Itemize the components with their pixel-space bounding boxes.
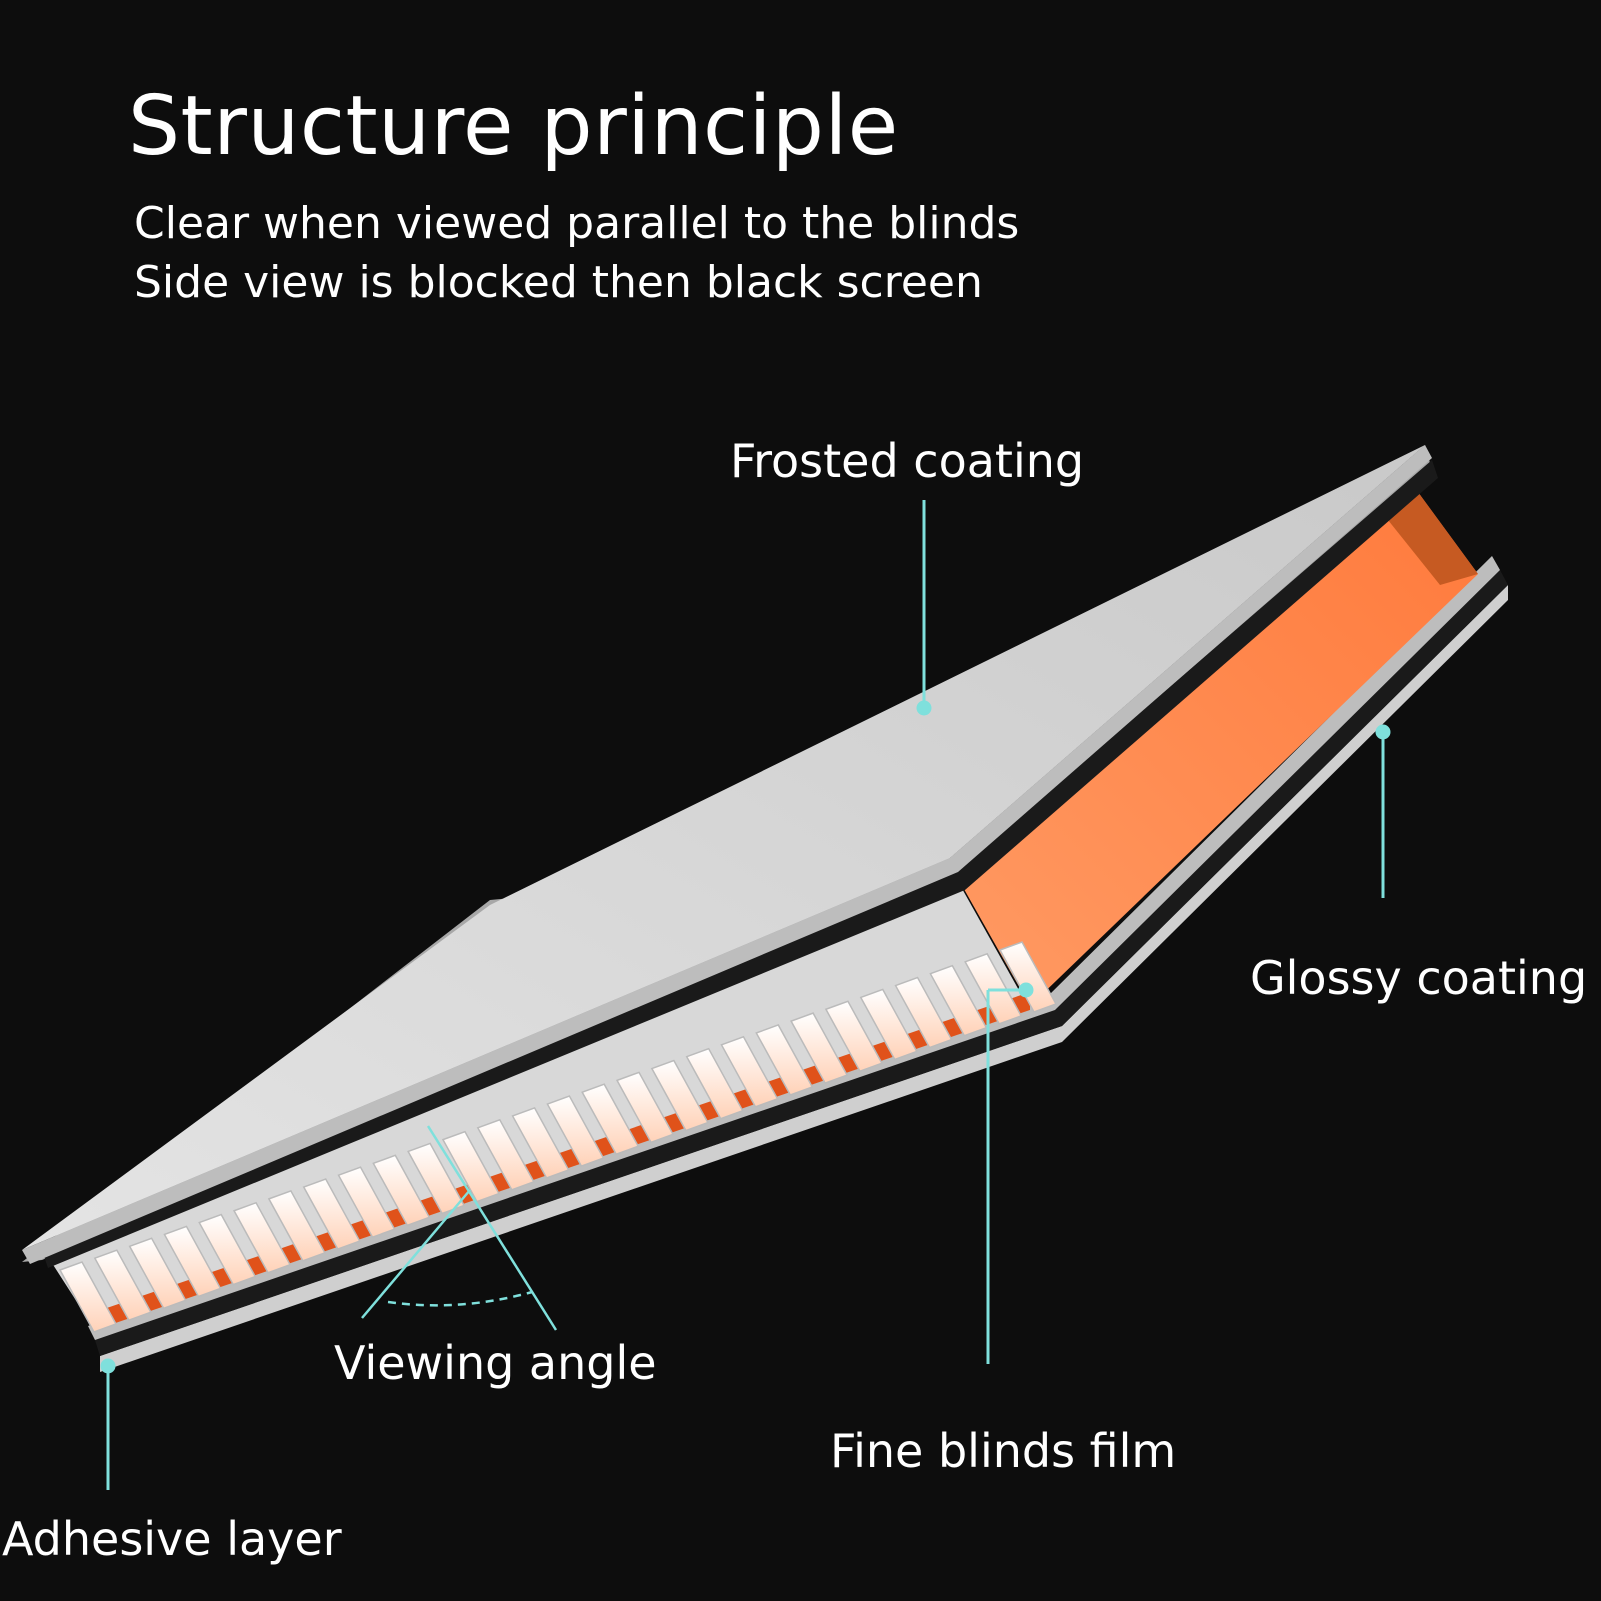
leader-lines bbox=[100, 500, 1391, 1490]
blind-slat bbox=[58, 1261, 118, 1333]
blind-slat bbox=[267, 1189, 326, 1262]
blind-slat bbox=[894, 976, 953, 1049]
blind-slat bbox=[720, 1035, 779, 1108]
blind-slat bbox=[859, 988, 918, 1061]
viewing-angle-label: Viewing angle bbox=[334, 1336, 657, 1390]
blind-slat bbox=[581, 1083, 640, 1156]
subtitle-line-2: Side view is blocked then black screen bbox=[134, 257, 983, 308]
frosted-coating-layer bbox=[22, 445, 1438, 1268]
blind-slat bbox=[128, 1237, 187, 1310]
adhesive-layer-label: Adhesive layer bbox=[2, 1512, 342, 1566]
subtitle-line-1: Clear when viewed parallel to the blinds bbox=[134, 198, 1020, 249]
blind-slat bbox=[790, 1012, 849, 1085]
blind-slat bbox=[93, 1249, 152, 1322]
blind-slat bbox=[546, 1095, 605, 1167]
blind-slat bbox=[302, 1178, 361, 1250]
blind-slat bbox=[407, 1142, 466, 1215]
blind-slat bbox=[441, 1130, 501, 1203]
blind-slat bbox=[511, 1107, 570, 1179]
blind-slat bbox=[615, 1071, 675, 1144]
fine-blinds-film-label: Fine blinds film bbox=[830, 1424, 1177, 1478]
blind-slat bbox=[337, 1166, 396, 1239]
blind-slat bbox=[650, 1059, 709, 1132]
glossy-coating-label: Glossy coating bbox=[1250, 951, 1588, 1005]
blind-slats bbox=[58, 941, 1058, 1333]
viewing-angle-indicator bbox=[361, 1125, 558, 1331]
page-title: Structure principle bbox=[128, 79, 899, 174]
blind-slat bbox=[824, 1000, 884, 1073]
blind-slat bbox=[232, 1201, 292, 1274]
blind-slat bbox=[476, 1118, 535, 1191]
blind-slat bbox=[198, 1213, 257, 1286]
frosted-coating-label: Frosted coating bbox=[730, 434, 1085, 488]
blind-slat bbox=[685, 1047, 744, 1120]
blind-slat bbox=[755, 1024, 814, 1096]
blind-slat bbox=[929, 964, 988, 1037]
blind-slat bbox=[163, 1225, 222, 1298]
fine-blinds-film-layer bbox=[50, 488, 1478, 1333]
blind-slat bbox=[372, 1154, 431, 1227]
